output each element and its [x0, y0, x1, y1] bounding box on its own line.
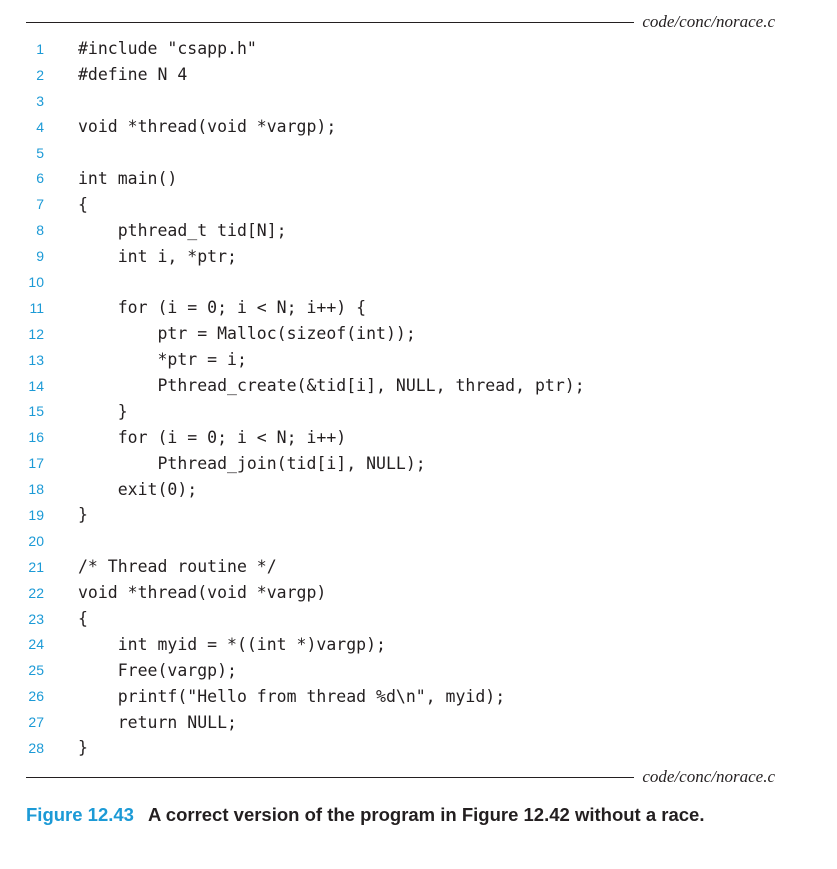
line-number: 19 — [28, 506, 44, 523]
line-number: 25 — [28, 662, 44, 679]
code-line: 10 — [0, 269, 837, 295]
code-line: 19} — [0, 502, 837, 528]
line-number: 27 — [28, 714, 44, 731]
code-line: 16 for (i = 0; i < N; i++) — [0, 424, 837, 450]
code-line: 12 ptr = Malloc(sizeof(int)); — [0, 321, 837, 347]
code-line: 28} — [0, 735, 837, 761]
code-line: 20 — [0, 528, 837, 554]
line-number: 18 — [28, 481, 44, 498]
line-text: void *thread(void *vargp); — [78, 117, 337, 137]
line-number: 15 — [28, 403, 44, 420]
code-line: 14 Pthread_create(&tid[i], NULL, thread,… — [0, 373, 837, 399]
line-number: 13 — [28, 351, 44, 368]
bottom-rule-line — [26, 776, 635, 778]
line-text: return NULL; — [78, 712, 237, 732]
line-number: 21 — [28, 558, 44, 575]
code-line: 21 /* Thread routine */ — [0, 554, 837, 580]
line-text: } — [78, 505, 88, 525]
line-number: 22 — [28, 584, 44, 601]
line-text: void *thread(void *vargp) — [78, 583, 327, 603]
top-rule: code/conc/norace.c — [26, 10, 775, 34]
code-line: 24 int myid = *((int *)vargp); — [0, 631, 837, 657]
line-number: 10 — [28, 273, 44, 290]
line-number: 8 — [36, 222, 44, 239]
line-number: 14 — [28, 377, 44, 394]
line-number: 11 — [29, 299, 44, 316]
line-number: 12 — [28, 325, 44, 342]
line-text: Pthread_create(&tid[i], NULL, thread, pt… — [78, 376, 585, 396]
code-line: 22 void *thread(void *vargp) — [0, 580, 837, 606]
line-text: { — [78, 609, 88, 629]
line-text: /* Thread routine */ — [78, 557, 277, 577]
top-filename-label: code/conc/norace.c — [642, 12, 775, 31]
line-text: } — [78, 738, 88, 758]
line-text: Pthread_join(tid[i], NULL); — [78, 453, 426, 473]
code-line: 7{ — [0, 191, 837, 217]
line-text: #define N 4 — [78, 65, 188, 85]
top-rule-line — [26, 21, 635, 23]
line-text: for (i = 0; i < N; i++) — [78, 427, 347, 447]
figure-caption: Figure 12.43 A correct version of the pro… — [26, 804, 704, 826]
line-text: int myid = *((int *)vargp); — [78, 634, 386, 654]
figure-caption-text: A correct version of the program in Figu… — [147, 804, 705, 825]
code-line: 9 int i, *ptr; — [0, 243, 837, 269]
code-line: 17 Pthread_join(tid[i], NULL); — [0, 450, 837, 476]
figure-number: Figure 12.43 — [26, 804, 134, 825]
code-line: 11 for (i = 0; i < N; i++) { — [0, 295, 837, 321]
line-number: 5 — [36, 144, 44, 161]
code-line: 13 *ptr = i; — [0, 347, 837, 373]
code-line: 27 return NULL; — [0, 709, 837, 735]
code-line: 3 — [0, 88, 837, 114]
line-text: for (i = 0; i < N; i++) { — [78, 298, 367, 318]
line-number: 20 — [28, 532, 44, 549]
line-number: 7 — [36, 196, 44, 213]
line-text: } — [78, 401, 128, 421]
line-number: 3 — [36, 92, 44, 109]
code-line: 18 exit(0); — [0, 476, 837, 502]
line-text: pthread_t tid[N]; — [78, 220, 287, 240]
code-line: 8 pthread_t tid[N]; — [0, 217, 837, 243]
bottom-filename-label: code/conc/norace.c — [642, 767, 775, 786]
line-text: int main() — [78, 168, 178, 188]
code-listing: 1 #include "csapp.h" 2 #define N 4 3 4 void *t… — [0, 36, 837, 761]
code-line: 25 Free(vargp); — [0, 657, 837, 683]
line-number: 23 — [28, 610, 44, 627]
code-line: 23 { — [0, 606, 837, 632]
line-text: int i, *ptr; — [78, 246, 237, 266]
line-number: 9 — [36, 248, 44, 265]
code-line: 6 int main() — [0, 165, 837, 191]
line-number: 6 — [36, 170, 44, 187]
code-line: 4 void *thread(void *vargp); — [0, 114, 837, 140]
code-line: 15 } — [0, 398, 837, 424]
line-number: 24 — [28, 636, 44, 653]
line-text: *ptr = i; — [78, 350, 247, 370]
line-number: 4 — [36, 118, 44, 135]
code-line: 26 printf("Hello from thread %d\n", myid… — [0, 683, 837, 709]
code-line: 2 #define N 4 — [0, 62, 837, 88]
line-number: 17 — [28, 455, 44, 472]
line-number: 2 — [36, 66, 44, 83]
code-line: 5 — [0, 140, 837, 166]
bottom-rule: code/conc/norace.c — [26, 765, 775, 789]
line-number: 16 — [28, 429, 44, 446]
line-text: printf("Hello from thread %d\n", myid); — [78, 686, 506, 706]
line-text: ptr = Malloc(sizeof(int)); — [78, 324, 416, 344]
line-number: 26 — [28, 688, 44, 705]
line-number: 1 — [36, 40, 44, 57]
line-text: exit(0); — [78, 479, 198, 499]
line-number: 28 — [28, 739, 44, 756]
line-text: { — [78, 194, 88, 214]
line-text: #include "csapp.h" — [78, 39, 257, 59]
code-line: 1 #include "csapp.h" — [0, 36, 837, 62]
line-text: Free(vargp); — [78, 660, 237, 680]
